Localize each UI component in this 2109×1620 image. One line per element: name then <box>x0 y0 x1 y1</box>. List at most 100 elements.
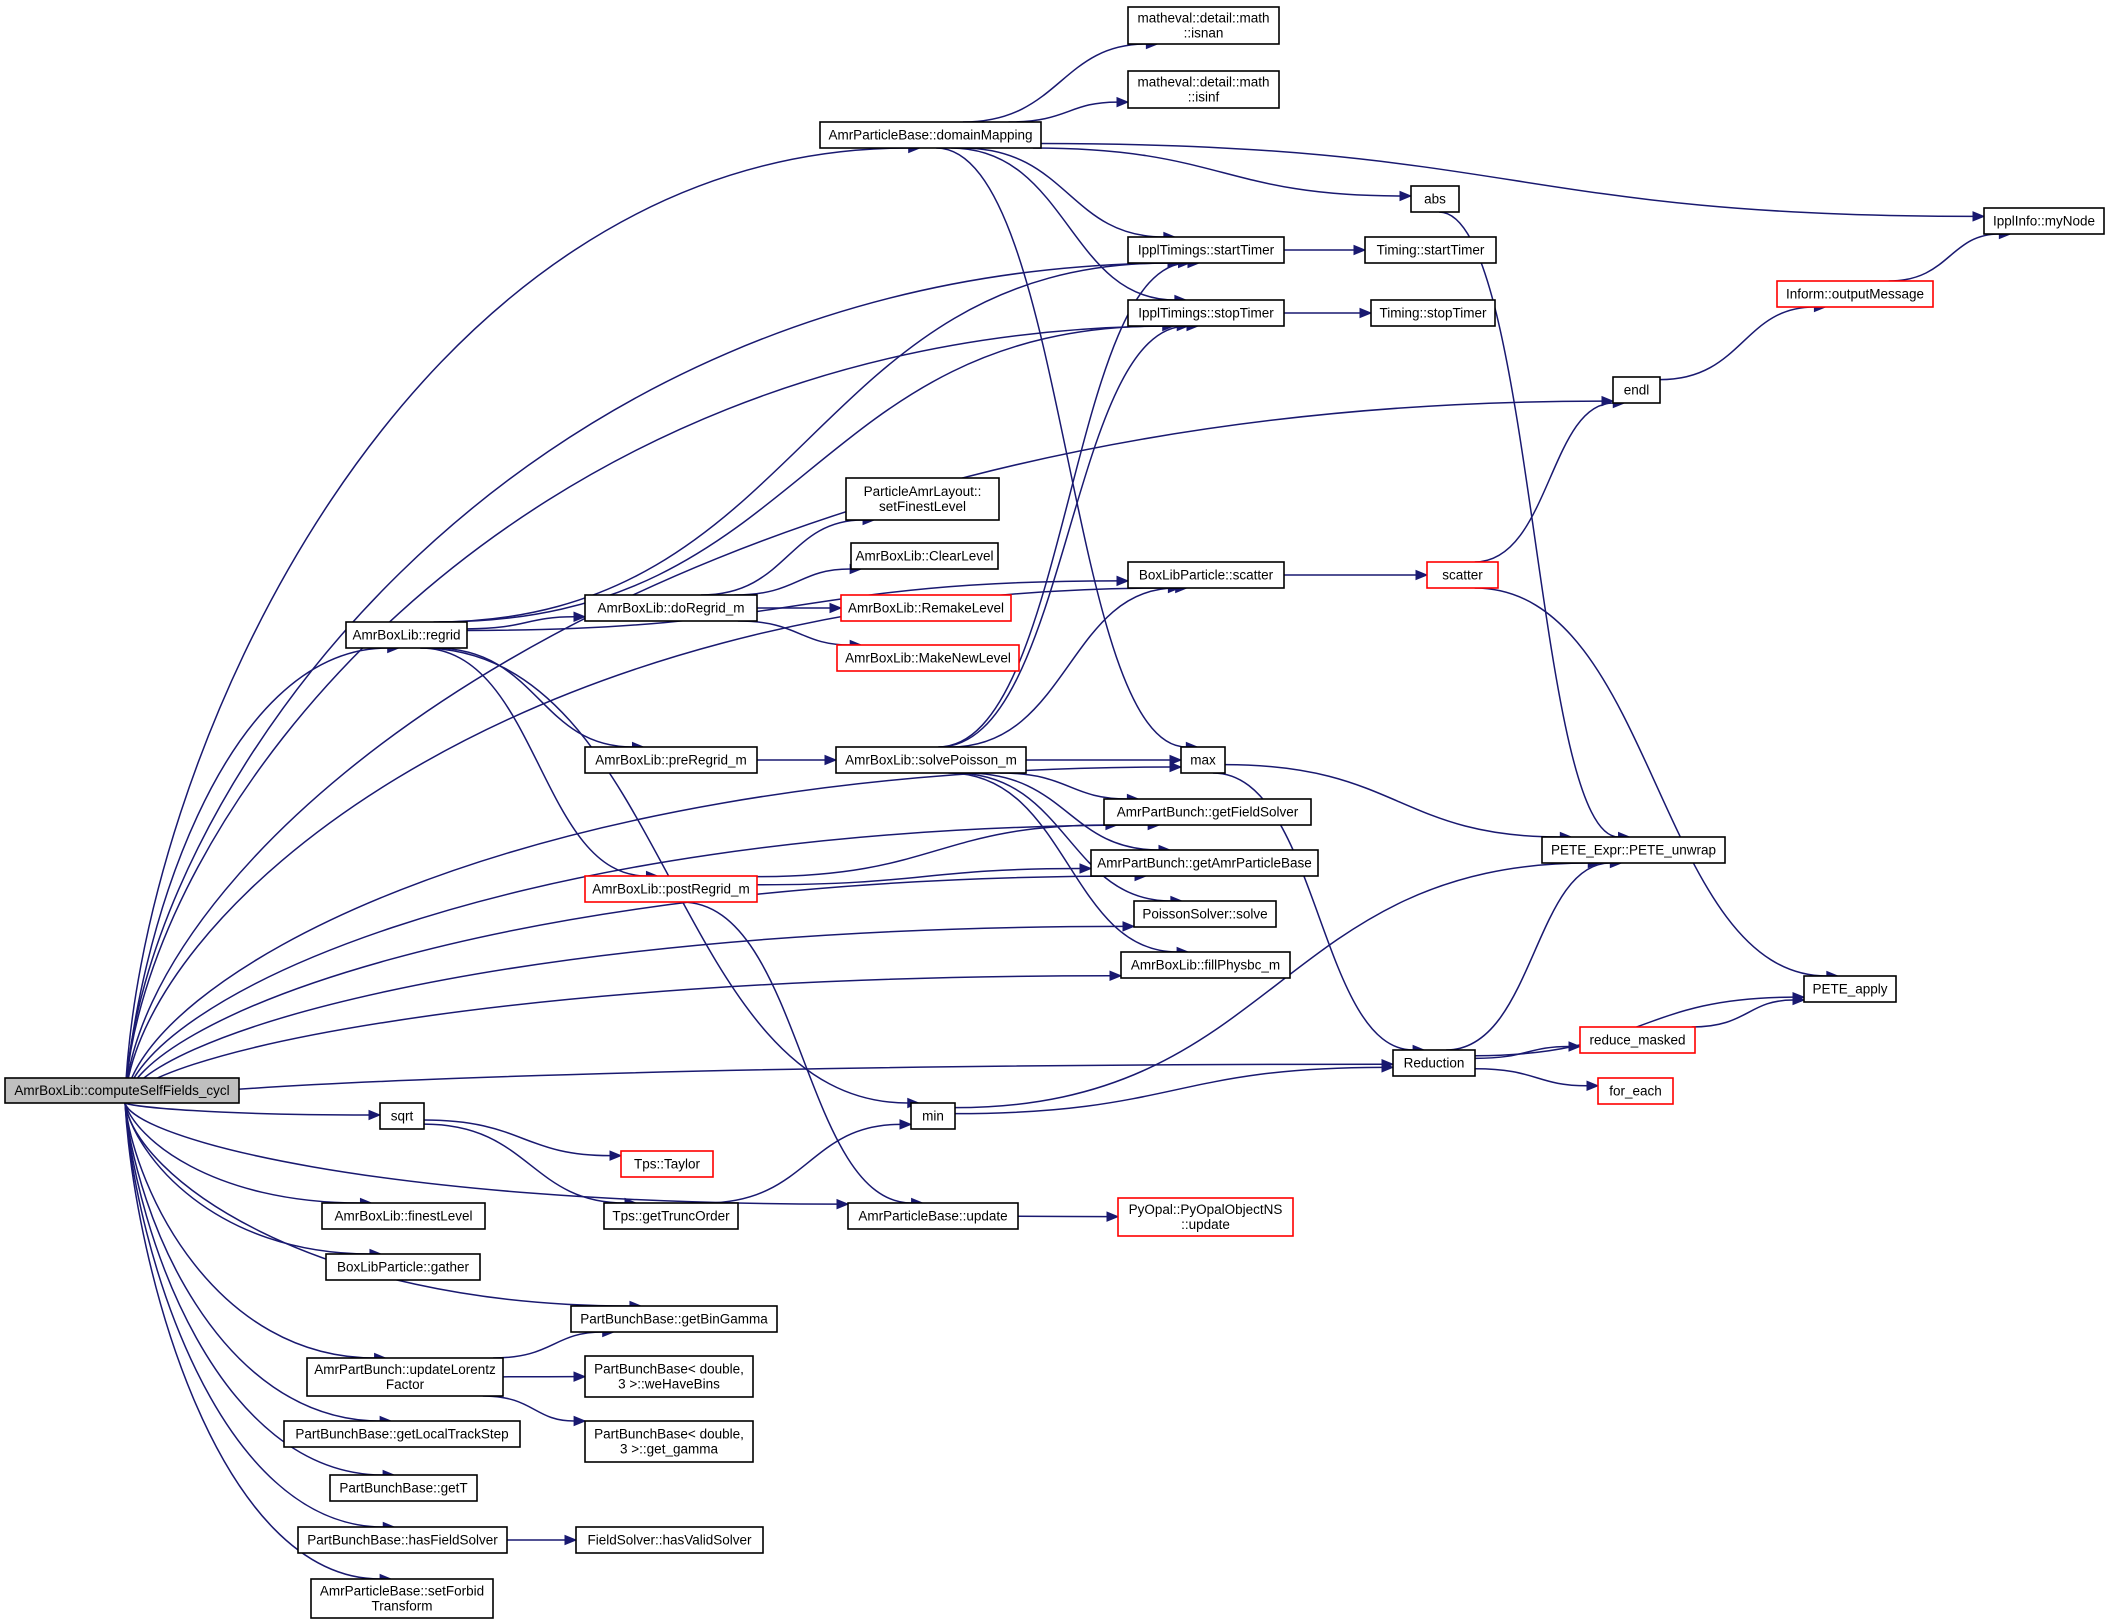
node-t-stop-timer[interactable]: Timing::stopTimer <box>1370 299 1496 327</box>
edge-reduction-to-pete-unwrap <box>1446 862 1611 1051</box>
node-label: setFinestLevel <box>879 499 966 514</box>
node-get-gamma[interactable]: PartBunchBase< double,3 >::get_gamma <box>584 1420 754 1463</box>
node-do-regrid[interactable]: AmrBoxLib::doRegrid_m <box>584 594 758 622</box>
arrowhead-t-start-timer <box>1353 244 1367 256</box>
node-box <box>283 1420 521 1448</box>
node-isinf[interactable]: matheval::detail::math::isinf <box>1127 70 1280 109</box>
arrowhead-max <box>1169 761 1183 773</box>
node-abs[interactable]: abs <box>1410 185 1460 213</box>
node-stop-timer[interactable]: IpplTimings::stopTimer <box>1127 299 1285 327</box>
node-root[interactable]: AmrBoxLib::computeSelfFields_cycl <box>4 1077 240 1104</box>
edge-root-to-get-bin-gamma <box>124 1102 630 1307</box>
node-t-start-timer[interactable]: Timing::startTimer <box>1364 236 1497 264</box>
node-box <box>910 1102 956 1130</box>
edge-root-to-reduction <box>124 1063 1383 1104</box>
node-box <box>584 594 758 622</box>
edge-root-to-get-local-track-step <box>124 1102 381 1422</box>
node-label: matheval::detail::math <box>1137 75 1269 90</box>
arrowhead-reduction <box>1381 1062 1395 1073</box>
node-clear-level[interactable]: AmrBoxLib::ClearLevel <box>850 542 999 570</box>
node-get-amr-particle-base[interactable]: AmrPartBunch::getAmrParticleBase <box>1090 849 1319 877</box>
node-has-field-solver[interactable]: PartBunchBase::hasFieldSolver <box>297 1526 508 1554</box>
node-get-t[interactable]: PartBunchBase::getT <box>329 1474 478 1502</box>
node-label: IpplTimings::startTimer <box>1138 243 1275 258</box>
node-box <box>584 1420 754 1463</box>
node-box <box>1612 376 1661 404</box>
node-pre-regrid[interactable]: AmrBoxLib::preRegrid_m <box>584 746 758 774</box>
node-pete-unwrap[interactable]: PETE_Expr::PETE_unwrap <box>1541 836 1726 864</box>
node-set-finest-level[interactable]: ParticleAmrLayout::setFinestLevel <box>845 477 1000 521</box>
node-regrid[interactable]: AmrBoxLib::regrid <box>345 621 468 649</box>
node-get-trunc-order[interactable]: Tps::getTruncOrder <box>603 1202 739 1230</box>
arrowhead-abs <box>1399 190 1413 202</box>
arrowhead-scatter-bl <box>1116 575 1130 587</box>
node-label: Inform::outputMessage <box>1786 287 1924 302</box>
node-make-new-level[interactable]: AmrBoxLib::MakeNewLevel <box>836 644 1020 672</box>
node-sqrt[interactable]: sqrt <box>379 1102 425 1130</box>
node-box <box>379 1102 425 1130</box>
node-box <box>1410 185 1460 213</box>
node-poisson-solve[interactable]: PoissonSolver::solve <box>1133 900 1277 928</box>
node-label: PartBunchBase::getBinGamma <box>580 1312 768 1327</box>
node-box <box>850 542 999 570</box>
node-label: scatter <box>1442 568 1483 583</box>
arrowhead-scatter <box>1415 569 1429 581</box>
arrowhead-min <box>899 1119 913 1130</box>
node-get-bin-gamma[interactable]: PartBunchBase::getBinGamma <box>570 1305 778 1333</box>
node-gather[interactable]: BoxLibParticle::gather <box>325 1253 481 1281</box>
node-taylor[interactable]: Tps::Taylor <box>620 1150 714 1178</box>
edge-sqrt-to-taylor <box>423 1119 611 1157</box>
node-output-message[interactable]: Inform::outputMessage <box>1776 280 1934 308</box>
node-isnan[interactable]: matheval::detail::math::isnan <box>1127 6 1280 45</box>
node-min[interactable]: min <box>910 1102 956 1130</box>
node-remake-level[interactable]: AmrBoxLib::RemakeLevel <box>840 594 1012 622</box>
node-label: FieldSolver::hasValidSolver <box>587 1533 752 1548</box>
node-my-node[interactable]: IpplInfo::myNode <box>1983 207 2105 235</box>
node-label: Timing::stopTimer <box>1379 306 1487 321</box>
edge-solve-poisson-to-get-amr-particle-base <box>965 772 1159 851</box>
node-py-update[interactable]: PyOpal::PyOpalObjectNS::update <box>1117 1197 1294 1237</box>
node-solve-poisson[interactable]: AmrBoxLib::solvePoisson_m <box>835 746 1027 774</box>
edge-regrid-to-scatter-bl <box>466 580 1118 632</box>
node-get-local-track-step[interactable]: PartBunchBase::getLocalTrackStep <box>283 1420 521 1448</box>
node-box <box>620 1150 714 1178</box>
node-box <box>1983 207 2105 235</box>
arrowhead-pete-apply <box>1792 994 1806 1006</box>
node-label: PyOpal::PyOpalObjectNS <box>1129 1202 1283 1217</box>
node-label: AmrBoxLib::MakeNewLevel <box>845 651 1011 666</box>
node-reduce-masked[interactable]: reduce_masked <box>1579 1026 1696 1054</box>
edge-reduce-masked-to-pete-apply <box>1691 999 1794 1028</box>
node-pete-apply[interactable]: PETE_apply <box>1803 975 1897 1003</box>
node-scatter[interactable]: scatter <box>1426 561 1499 589</box>
arrowhead-py-update <box>1106 1211 1120 1222</box>
node-finest-level[interactable]: AmrBoxLib::finestLevel <box>321 1202 486 1230</box>
node-fill-physbc[interactable]: AmrBoxLib::fillPhysbc_m <box>1120 951 1291 979</box>
node-domain-mapping[interactable]: AmrParticleBase::domainMapping <box>819 121 1042 149</box>
node-for-each[interactable]: for_each <box>1597 1077 1674 1105</box>
node-label: AmrBoxLib::ClearLevel <box>855 549 993 564</box>
node-max[interactable]: max <box>1180 746 1226 774</box>
node-box <box>835 746 1027 774</box>
node-we-have-bins[interactable]: PartBunchBase< double,3 >::weHaveBins <box>584 1355 754 1398</box>
edge-update-lorentz-to-get-bin-gamma <box>493 1331 603 1359</box>
node-box <box>1117 1197 1294 1237</box>
edge-do-regrid-to-make-new-level <box>737 620 851 646</box>
node-update[interactable]: AmrParticleBase::update <box>847 1202 1019 1230</box>
edge-domain-mapping-to-start-timer <box>961 147 1164 238</box>
edge-solve-poisson-to-fill-physbc <box>948 772 1178 953</box>
node-scatter-bl[interactable]: BoxLibParticle::scatter <box>1127 561 1285 589</box>
node-start-timer[interactable]: IpplTimings::startTimer <box>1127 236 1285 264</box>
node-get-field-solver[interactable]: AmrPartBunch::getFieldSolver <box>1103 798 1312 826</box>
node-has-valid-solver[interactable]: FieldSolver::hasValidSolver <box>575 1526 764 1554</box>
arrowhead-my-node <box>1972 211 1986 222</box>
arrowhead-fill-physbc <box>1109 970 1123 982</box>
node-box <box>840 594 1012 622</box>
node-label: AmrBoxLib::regrid <box>352 628 460 643</box>
node-reduction[interactable]: Reduction <box>1392 1049 1476 1077</box>
node-post-regrid[interactable]: AmrBoxLib::postRegrid_m <box>584 875 758 903</box>
node-endl[interactable]: endl <box>1612 376 1661 404</box>
edge-root-to-sqrt <box>124 1102 370 1116</box>
node-box <box>1597 1077 1674 1105</box>
